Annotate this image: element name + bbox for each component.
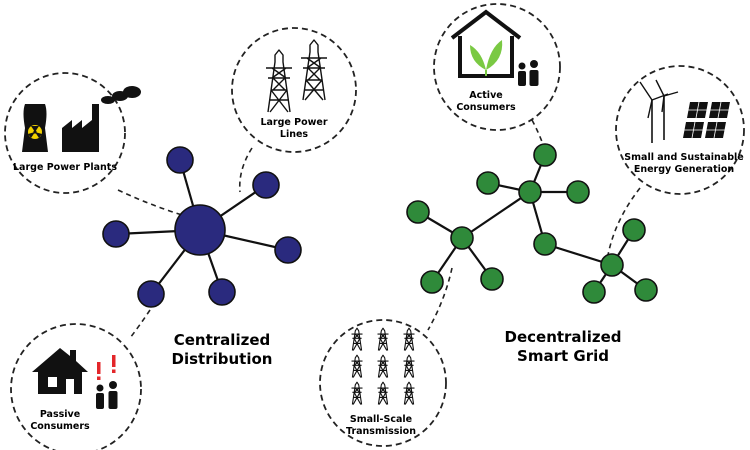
small-tower-icon bbox=[403, 381, 415, 405]
decentralized-network bbox=[406, 143, 658, 304]
central-node bbox=[252, 171, 280, 199]
label-small-scale-transmission: Small-Scale bbox=[350, 414, 412, 425]
house-leaf-icon bbox=[450, 9, 522, 78]
grid-node bbox=[533, 143, 557, 167]
grid-node bbox=[582, 280, 606, 304]
nuclear-plant-icon bbox=[22, 104, 48, 152]
callout-small-scale-transmission: Small-Scale Transmission bbox=[319, 319, 447, 447]
callout-sustainable-generation: Small and Sustainable Energy Generation bbox=[615, 65, 745, 195]
small-tower-icon bbox=[351, 354, 363, 378]
label-centralized-2: Distribution bbox=[172, 350, 273, 368]
grid-node bbox=[622, 218, 646, 242]
grid-node bbox=[518, 180, 542, 204]
alert-icon bbox=[97, 355, 116, 380]
central-node bbox=[166, 146, 194, 174]
people-icon bbox=[518, 60, 539, 86]
label-active-consumers-2: Consumers bbox=[456, 102, 516, 113]
small-tower-icon bbox=[377, 381, 389, 405]
label-decentralized: Decentralized bbox=[505, 328, 622, 346]
grid-node bbox=[420, 270, 444, 294]
label-large-power-lines: Large Power bbox=[260, 117, 327, 128]
section-labels: Centralized Distribution Decentralized S… bbox=[172, 328, 622, 368]
grid-node bbox=[533, 232, 557, 256]
callout-active-consumers: Active Consumers bbox=[433, 3, 561, 131]
label-sustainable-generation: Small and Sustainable bbox=[624, 152, 743, 163]
grid-node bbox=[406, 200, 430, 224]
label-centralized: Centralized bbox=[174, 331, 270, 349]
small-tower-icon bbox=[351, 381, 363, 405]
grid-node bbox=[600, 253, 624, 277]
label-passive-consumers: Passive bbox=[40, 409, 80, 420]
centralized-network bbox=[102, 146, 302, 308]
small-tower-icon bbox=[377, 327, 389, 351]
callout-large-power-lines: Large Power Lines bbox=[231, 27, 357, 153]
central-node bbox=[274, 236, 302, 264]
central-node bbox=[137, 280, 165, 308]
label-active-consumers: Active bbox=[469, 90, 502, 101]
central-node bbox=[102, 220, 130, 248]
central-node bbox=[208, 278, 236, 306]
power-tower-icon bbox=[301, 39, 327, 101]
grid-node bbox=[450, 226, 474, 250]
power-tower-icon bbox=[266, 49, 292, 113]
small-tower-icon bbox=[377, 354, 389, 378]
small-towers bbox=[351, 327, 415, 405]
small-tower-icon bbox=[403, 354, 415, 378]
central-hub-node bbox=[174, 204, 226, 256]
grid-node bbox=[634, 278, 658, 302]
callout-passive-consumers: Passive Consumers bbox=[10, 323, 142, 450]
label-sustainable-generation-2: Energy Generation bbox=[634, 164, 735, 175]
house-icon bbox=[32, 348, 88, 394]
label-passive-consumers-2: Consumers bbox=[30, 421, 90, 432]
label-decentralized-2: Smart Grid bbox=[517, 347, 609, 365]
callout-large-power-plants: Large Power Plants bbox=[4, 72, 141, 194]
label-large-power-lines-2: Lines bbox=[280, 129, 309, 140]
grid-node bbox=[566, 180, 590, 204]
label-small-scale-transmission-2: Transmission bbox=[346, 426, 416, 437]
people-icon bbox=[96, 381, 118, 409]
solar-panel-icon bbox=[683, 101, 730, 139]
wind-turbine-icon bbox=[639, 79, 679, 143]
factory-icon bbox=[62, 86, 141, 152]
small-tower-icon bbox=[403, 327, 415, 351]
grid-node bbox=[476, 171, 500, 195]
small-tower-icon bbox=[351, 327, 363, 351]
label-large-power-plants: Large Power Plants bbox=[13, 162, 117, 173]
grid-node bbox=[480, 267, 504, 291]
